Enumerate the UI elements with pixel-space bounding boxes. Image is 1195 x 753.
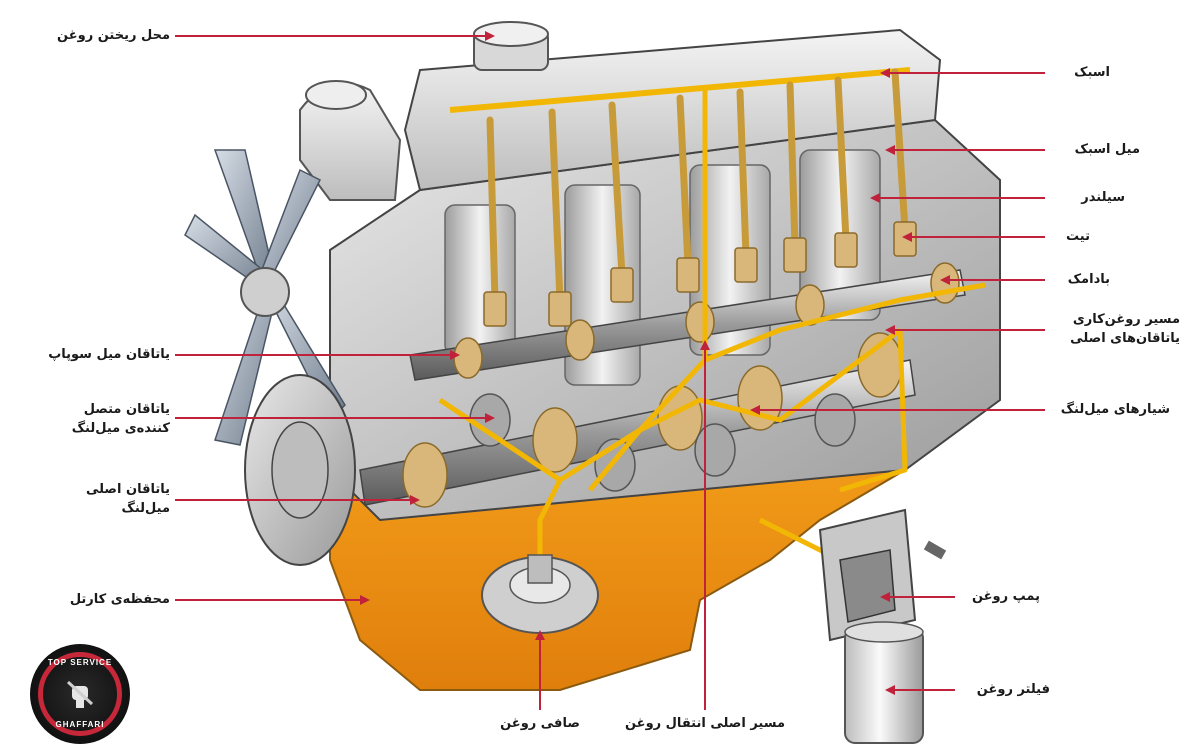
logo-bottom-text: GHAFFARI: [55, 720, 105, 729]
leader-lines: [175, 35, 1045, 710]
label-oil-filter: فیلتر روغن: [976, 682, 1050, 697]
oil-filter: [844, 627, 924, 744]
label-rocker-shaft: میل اسبک: [1074, 142, 1140, 157]
top-service-logo: TOP SERVICE GHAFFARI: [30, 644, 130, 744]
label-crank-main-bearing: یاتاقان اصلی میل‌لنگ: [85, 482, 170, 516]
oil-filler-cap-top: [473, 21, 549, 47]
logo-ring: [38, 652, 122, 736]
label-oil-pump: پمپ روغن: [971, 589, 1040, 604]
label-oil-strainer: صافی روغن: [500, 716, 580, 731]
oil-passages: [438, 90, 986, 563]
bolt-icon: [923, 540, 947, 560]
label-main-oil-gallery: مسیر اصلی انتقال روغن: [624, 716, 786, 731]
label-rocker-arm: اسبک: [1074, 65, 1110, 80]
rocker-shaft-oil: [449, 67, 911, 113]
label-oil-filler: محل ریختن روغن: [57, 28, 170, 43]
label-crankshaft-grooves: شیارهای میل‌لنگ: [1060, 402, 1170, 417]
label-conrod-bearing: یاتاقان متصل کننده‌ی میل‌لنگ: [71, 402, 170, 436]
label-oil-pan: محفظه‌ی کارتل: [69, 592, 170, 607]
fan-hub: [240, 267, 290, 317]
label-cylinder: سیلندر: [1081, 190, 1125, 205]
crankshaft-bearings: [402, 332, 903, 508]
leader-arrowheads: [360, 31, 950, 695]
label-cam: بادامک: [1067, 272, 1110, 287]
logo-top-text: TOP SERVICE: [47, 658, 113, 667]
fist-wrench-icon: [66, 680, 94, 708]
label-main-bearing-oil-line: مسیر روغن‌کاری یاتاقان‌های اصلی: [1070, 312, 1180, 346]
tappets: [483, 221, 917, 327]
cam-lobes: [453, 262, 960, 379]
label-camshaft-bearing: یاتاقان میل سوپاپ: [48, 347, 170, 362]
label-tappet: تیت: [1066, 229, 1090, 244]
